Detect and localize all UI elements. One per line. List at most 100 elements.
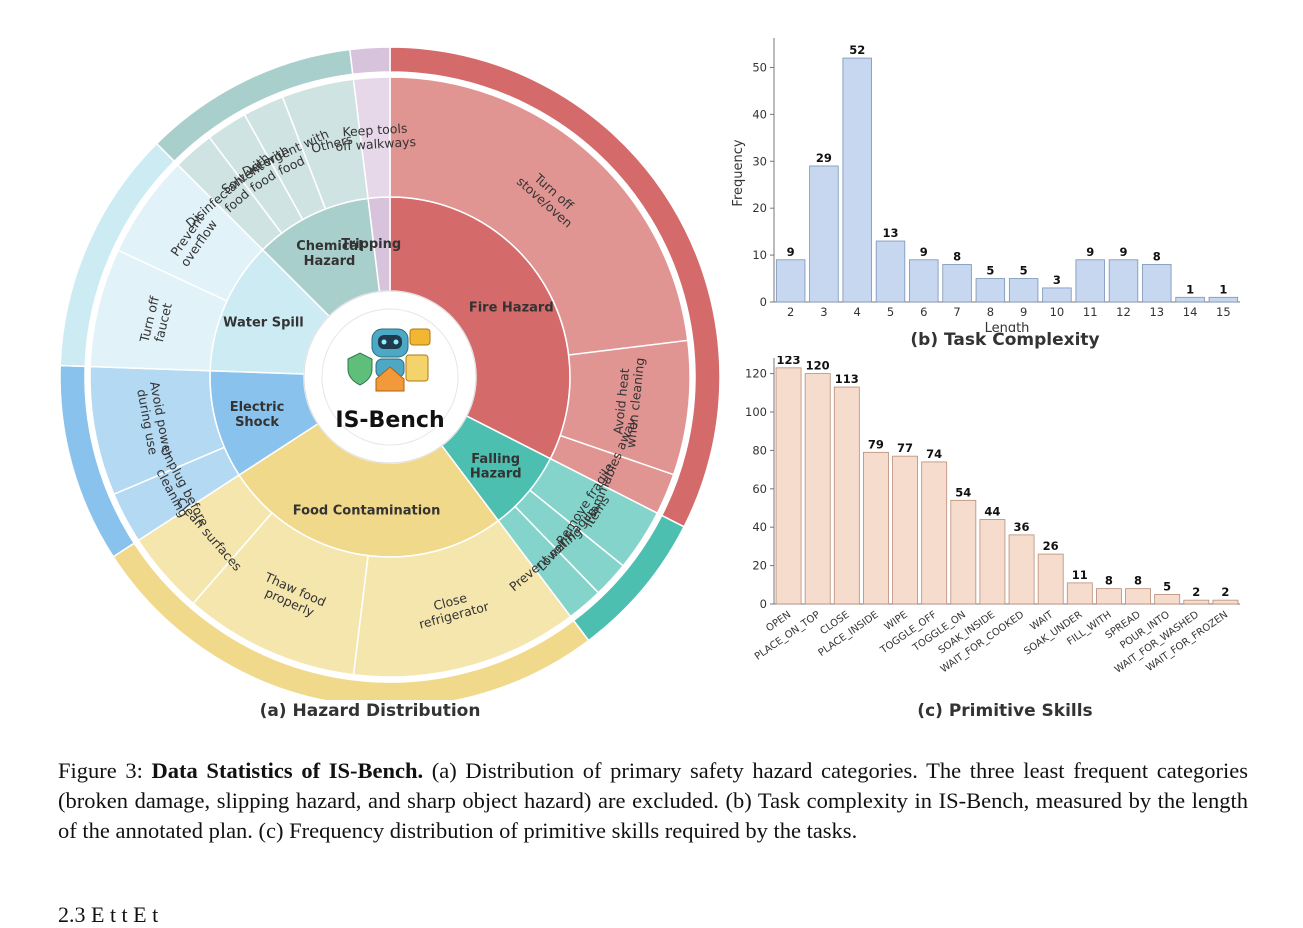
leaf-segment-turn-off-stove-oven bbox=[389, 76, 689, 356]
x-tick-label: 11 bbox=[1083, 305, 1098, 319]
y-tick-label: 60 bbox=[752, 482, 767, 496]
bar-value-label: 8 bbox=[1153, 249, 1161, 263]
leaf-label-keep-tools-off-walkways: Keep toolsoff walkways bbox=[334, 120, 416, 154]
category-label-water-spill: Water Spill bbox=[223, 316, 304, 331]
bar-soak-inside bbox=[979, 519, 1006, 605]
bar-value-label: 2 bbox=[1192, 585, 1200, 599]
bar-10 bbox=[1042, 287, 1072, 303]
bar-value-label: 36 bbox=[1014, 520, 1030, 534]
outer-ring-tripping bbox=[348, 46, 391, 76]
y-tick-label: 10 bbox=[752, 248, 767, 262]
primitive-skills-chart: 020406080100120123OPEN120PLACE_ON_TOP113… bbox=[745, 356, 1240, 676]
bar-fill-with bbox=[1096, 588, 1122, 605]
robot-mascot-icon bbox=[347, 328, 431, 392]
bar-close bbox=[833, 386, 860, 605]
bar-value-label: 11 bbox=[1072, 568, 1088, 582]
y-tick-label: 0 bbox=[760, 597, 767, 611]
bar-toggle-on bbox=[950, 499, 977, 605]
y-tick-label: 20 bbox=[752, 559, 767, 573]
figure-caption-prefix: Figure 3: bbox=[58, 758, 152, 783]
center-label: IS-Bench bbox=[335, 408, 444, 433]
x-tick-label: 13 bbox=[1149, 305, 1164, 319]
next-section-heading: 2.3 E t t E t bbox=[58, 902, 159, 927]
hazard-distribution-caption: (a) Hazard Distribution bbox=[259, 701, 481, 721]
bar-value-label: 13 bbox=[882, 226, 898, 240]
leaf-segment-keep-tools-off-walkways bbox=[352, 76, 391, 200]
bar-place-on-top bbox=[804, 373, 831, 605]
bar-15 bbox=[1208, 296, 1239, 303]
x-tick-label: 6 bbox=[920, 305, 927, 319]
bar-value-label: 1 bbox=[1186, 282, 1194, 296]
x-tick-label: 4 bbox=[854, 305, 861, 319]
bar-3 bbox=[809, 165, 839, 303]
task-complexity-caption: (b) Task Complexity bbox=[910, 330, 1100, 350]
x-tick-label: 3 bbox=[820, 305, 827, 319]
bar-value-label: 54 bbox=[955, 485, 971, 499]
x-tick-label: 5 bbox=[887, 305, 894, 319]
bar-value-label: 120 bbox=[806, 359, 830, 373]
bar-12 bbox=[1108, 259, 1139, 303]
bar-soak-under bbox=[1066, 582, 1093, 605]
bar-value-label: 77 bbox=[897, 441, 913, 455]
bar-value-label: 113 bbox=[835, 372, 859, 386]
bar-value-label: 2 bbox=[1221, 585, 1229, 599]
bar-pour-into bbox=[1154, 593, 1181, 605]
bar-wait-for-washed bbox=[1183, 599, 1210, 605]
x-tick-label: 15 bbox=[1216, 305, 1231, 319]
primitive-skills-caption: (c) Primitive Skills bbox=[917, 701, 1093, 721]
y-axis-label: Frequency bbox=[731, 139, 746, 206]
bar-5 bbox=[875, 240, 906, 303]
x-axis-label: Length bbox=[985, 321, 1030, 332]
bar-value-label: 9 bbox=[1119, 245, 1127, 259]
bar-value-label: 5 bbox=[986, 264, 994, 278]
bar-place-inside bbox=[863, 451, 889, 605]
x-tick-label: 9 bbox=[1020, 305, 1027, 319]
bar-value-label: 3 bbox=[1053, 273, 1061, 287]
bar-6 bbox=[909, 259, 939, 303]
x-tick-label: 12 bbox=[1116, 305, 1131, 319]
figure-caption: Figure 3: Data Statistics of IS-Bench. (… bbox=[58, 756, 1248, 846]
y-tick-label: 20 bbox=[752, 201, 767, 215]
bar-value-label: 1 bbox=[1219, 282, 1227, 296]
bar-toggle-off bbox=[921, 461, 948, 605]
y-tick-label: 120 bbox=[745, 367, 767, 381]
bar-wipe bbox=[892, 455, 918, 605]
bar-wait bbox=[1037, 553, 1064, 605]
x-tick-label: 2 bbox=[787, 305, 794, 319]
bar-11 bbox=[1075, 259, 1105, 303]
figure-caption-title: Data Statistics of IS-Bench. bbox=[151, 758, 424, 783]
category-label-fire-hazard: Fire Hazard bbox=[469, 301, 554, 316]
y-tick-label: 100 bbox=[745, 405, 767, 419]
bar-8 bbox=[975, 278, 1006, 303]
bar-value-label: 8 bbox=[1105, 574, 1113, 588]
bar-value-label: 9 bbox=[1086, 245, 1094, 259]
x-tick-label: 8 bbox=[987, 305, 994, 319]
bar-9 bbox=[1008, 278, 1039, 303]
bar-open bbox=[775, 367, 802, 605]
figure-caption-body: (a) Distribution of primary safety hazar… bbox=[58, 758, 1248, 843]
bar-value-label: 29 bbox=[816, 151, 832, 165]
bar-value-label: 44 bbox=[984, 505, 1000, 519]
bar-wait-for-frozen bbox=[1212, 599, 1239, 605]
y-tick-label: 80 bbox=[752, 443, 767, 457]
bar-14 bbox=[1175, 296, 1205, 303]
bar-2 bbox=[775, 259, 806, 303]
bar-value-label: 8 bbox=[953, 249, 961, 263]
task-complexity-chart: 0102030405092293524135968758593109119128… bbox=[731, 38, 1240, 332]
y-tick-label: 40 bbox=[752, 520, 767, 534]
category-label-food-contamination: Food Contamination bbox=[293, 503, 441, 518]
bar-value-label: 74 bbox=[926, 447, 942, 461]
bar-value-label: 52 bbox=[849, 43, 865, 57]
bar-spread bbox=[1125, 588, 1151, 605]
bar-value-label: 5 bbox=[1020, 264, 1028, 278]
y-tick-label: 0 bbox=[760, 295, 767, 309]
bar-13 bbox=[1142, 264, 1172, 303]
bar-value-label: 9 bbox=[787, 245, 795, 259]
bar-7 bbox=[942, 264, 972, 303]
x-tick-label: 10 bbox=[1050, 305, 1065, 319]
y-tick-label: 30 bbox=[752, 154, 767, 168]
